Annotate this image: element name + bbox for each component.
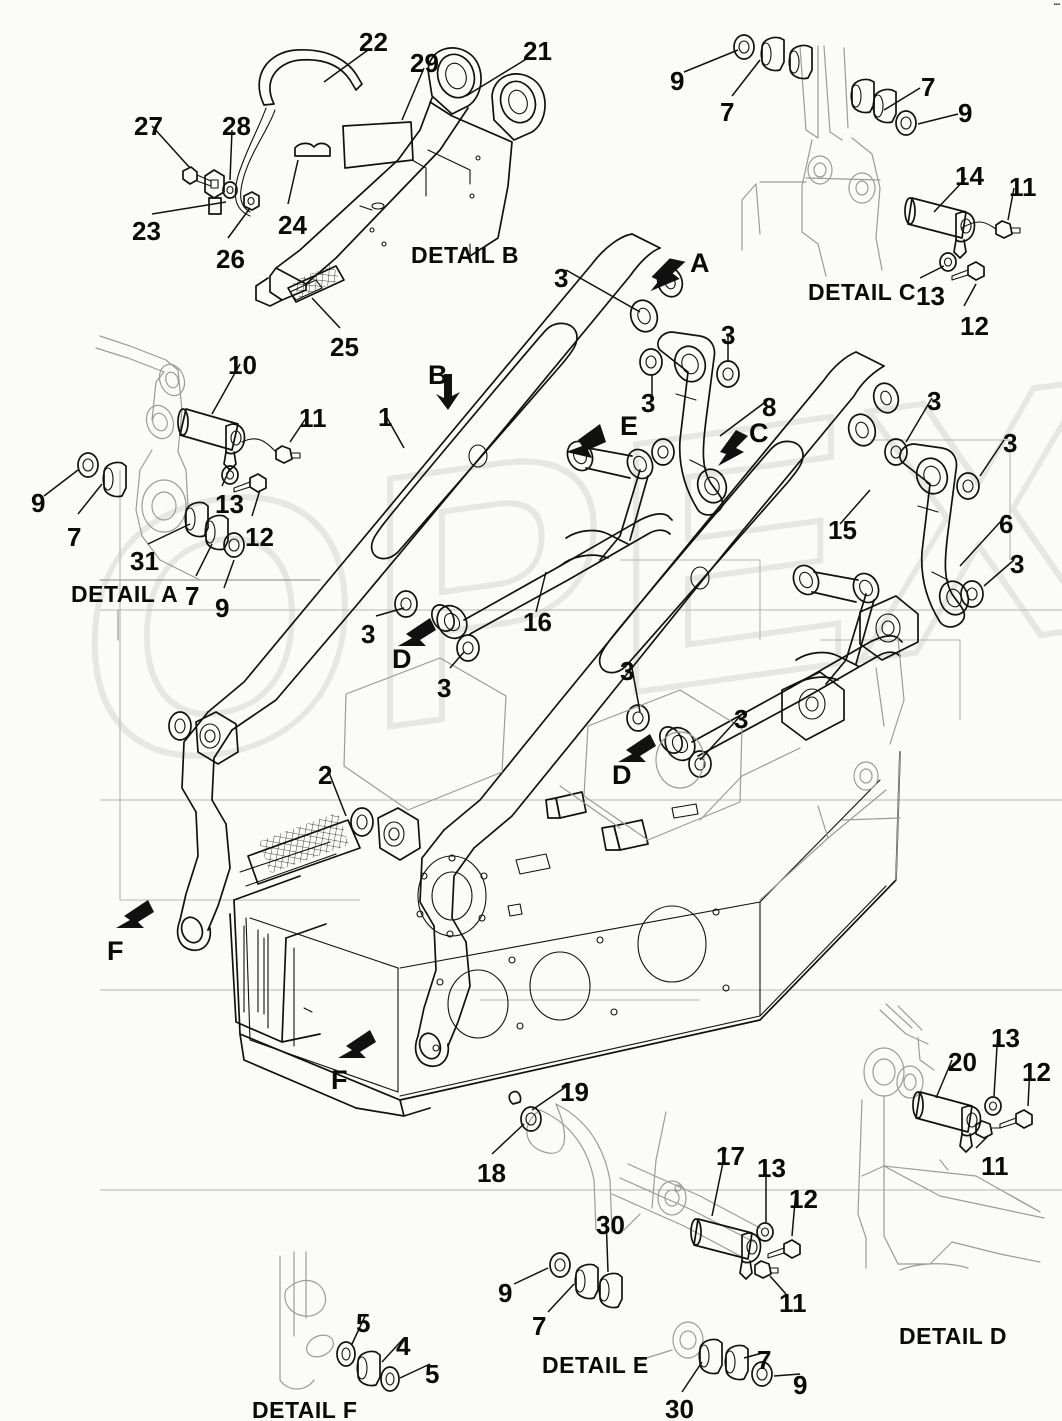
pn-30-e2: 30 bbox=[665, 1394, 694, 1421]
detail-d-drawing bbox=[857, 1003, 1045, 1271]
pn-18: 18 bbox=[477, 1158, 506, 1188]
pn-3-r3: 3 bbox=[1010, 549, 1025, 579]
pn-3-d1: 3 bbox=[361, 619, 376, 649]
pn-29: 29 bbox=[410, 48, 439, 78]
pn-31: 31 bbox=[130, 546, 159, 576]
pn-3-a: 3 bbox=[554, 263, 569, 293]
pn-3-d2: 3 bbox=[437, 673, 452, 703]
pn-22: 22 bbox=[359, 27, 388, 57]
callout-c: C bbox=[749, 418, 769, 448]
pn-4: 4 bbox=[396, 1331, 411, 1361]
pn-25: 25 bbox=[330, 332, 359, 362]
detail-a-drawing bbox=[77, 335, 321, 641]
detail-d: DETAIL D bbox=[899, 1323, 1007, 1349]
pn-23: 23 bbox=[132, 216, 161, 246]
svg-text:OPEX: OPEX bbox=[80, 300, 1062, 847]
pn-19: 19 bbox=[560, 1077, 589, 1107]
pn-9-e1: 9 bbox=[498, 1278, 513, 1308]
callout-f1: F bbox=[107, 936, 124, 966]
callout-f2: F bbox=[331, 1065, 348, 1095]
pn-11-a: 11 bbox=[299, 403, 327, 433]
pn-11-e: 11 bbox=[779, 1288, 807, 1318]
callout-b: B bbox=[428, 360, 448, 390]
pn-9-e2: 9 bbox=[793, 1370, 808, 1400]
pn-12-e: 12 bbox=[789, 1184, 818, 1214]
pn-9-tl: 9 bbox=[670, 66, 685, 96]
pn-9-tr: 9 bbox=[958, 98, 973, 128]
pn-3-b: 3 bbox=[721, 320, 736, 350]
pn-20: 20 bbox=[948, 1047, 977, 1077]
pn-7-tl: 7 bbox=[720, 97, 735, 127]
pn-1: 1 bbox=[378, 402, 393, 432]
pn-3-r2: 3 bbox=[1003, 428, 1018, 458]
pn-5-f1: 5 bbox=[356, 1308, 371, 1338]
pn-28: 28 bbox=[222, 111, 251, 141]
pn-13-c: 13 bbox=[916, 281, 945, 311]
pn-27: 27 bbox=[134, 111, 163, 141]
detail-c-drawing bbox=[733, 34, 1021, 281]
detail-e: DETAIL E bbox=[542, 1352, 649, 1378]
pn-13-a: 13 bbox=[215, 489, 244, 519]
pn-13-e: 13 bbox=[757, 1153, 786, 1183]
pn-3-d4: 3 bbox=[734, 704, 749, 734]
pn-10: 10 bbox=[228, 350, 257, 380]
pn-11-d: 11 bbox=[981, 1151, 1009, 1181]
detail-a: DETAIL A bbox=[71, 581, 179, 607]
pn-7-tr: 7 bbox=[921, 72, 936, 102]
detail-e-drawing bbox=[549, 1111, 801, 1387]
pn-9-a2: 9 bbox=[215, 593, 230, 623]
main-loader-assembly bbox=[168, 233, 984, 1117]
pn-14: 14 bbox=[955, 161, 984, 191]
leader-lines bbox=[43, 49, 1031, 1393]
detail-b-drawing bbox=[182, 47, 546, 307]
pn-12-d: 12 bbox=[1022, 1057, 1051, 1087]
pn-7-a2: 7 bbox=[185, 581, 200, 611]
detail-b: DETAIL B bbox=[411, 242, 519, 268]
hose-and-detail-f bbox=[279, 1090, 613, 1392]
pn-24: 24 bbox=[278, 210, 307, 240]
pn-5-f2: 5 bbox=[425, 1359, 440, 1389]
detail-f: DETAIL F bbox=[252, 1397, 358, 1421]
pn-16: 16 bbox=[523, 607, 552, 637]
callout-d2: D bbox=[612, 760, 632, 790]
pn-9-a1: 9 bbox=[31, 488, 46, 518]
pn-7-e1: 7 bbox=[532, 1311, 547, 1341]
pn-17: 17 bbox=[716, 1141, 745, 1171]
pn-2: 2 bbox=[318, 760, 333, 790]
callout-d1: D bbox=[392, 644, 412, 674]
callout-e: E bbox=[620, 411, 639, 441]
pn-3-d3: 3 bbox=[620, 656, 635, 686]
pn-11-c: 11 bbox=[1009, 172, 1037, 202]
pn-13-d: 13 bbox=[991, 1023, 1020, 1053]
pn-7-a1: 7 bbox=[67, 522, 82, 552]
pn-30-e: 30 bbox=[596, 1210, 625, 1240]
callout-a: A bbox=[690, 248, 710, 278]
section-arrows bbox=[116, 258, 748, 1058]
detail-c: DETAIL C bbox=[808, 279, 916, 305]
pn-7-e2: 7 bbox=[757, 1345, 772, 1375]
pn-3-r1: 3 bbox=[927, 386, 942, 416]
pn-21: 21 bbox=[523, 36, 552, 66]
pn-15: 15 bbox=[828, 515, 857, 545]
pn-12-c: 12 bbox=[960, 311, 989, 341]
pn-8: 8 bbox=[762, 392, 777, 422]
pn-6: 6 bbox=[999, 509, 1014, 539]
watermark-opex: OPEX bbox=[77, 297, 1062, 1191]
pn-3-c: 3 bbox=[641, 388, 656, 418]
pn-12-a: 12 bbox=[245, 522, 274, 552]
corner-mark: ▪▪▪ bbox=[1053, 2, 1060, 8]
pn-26: 26 bbox=[216, 244, 245, 274]
